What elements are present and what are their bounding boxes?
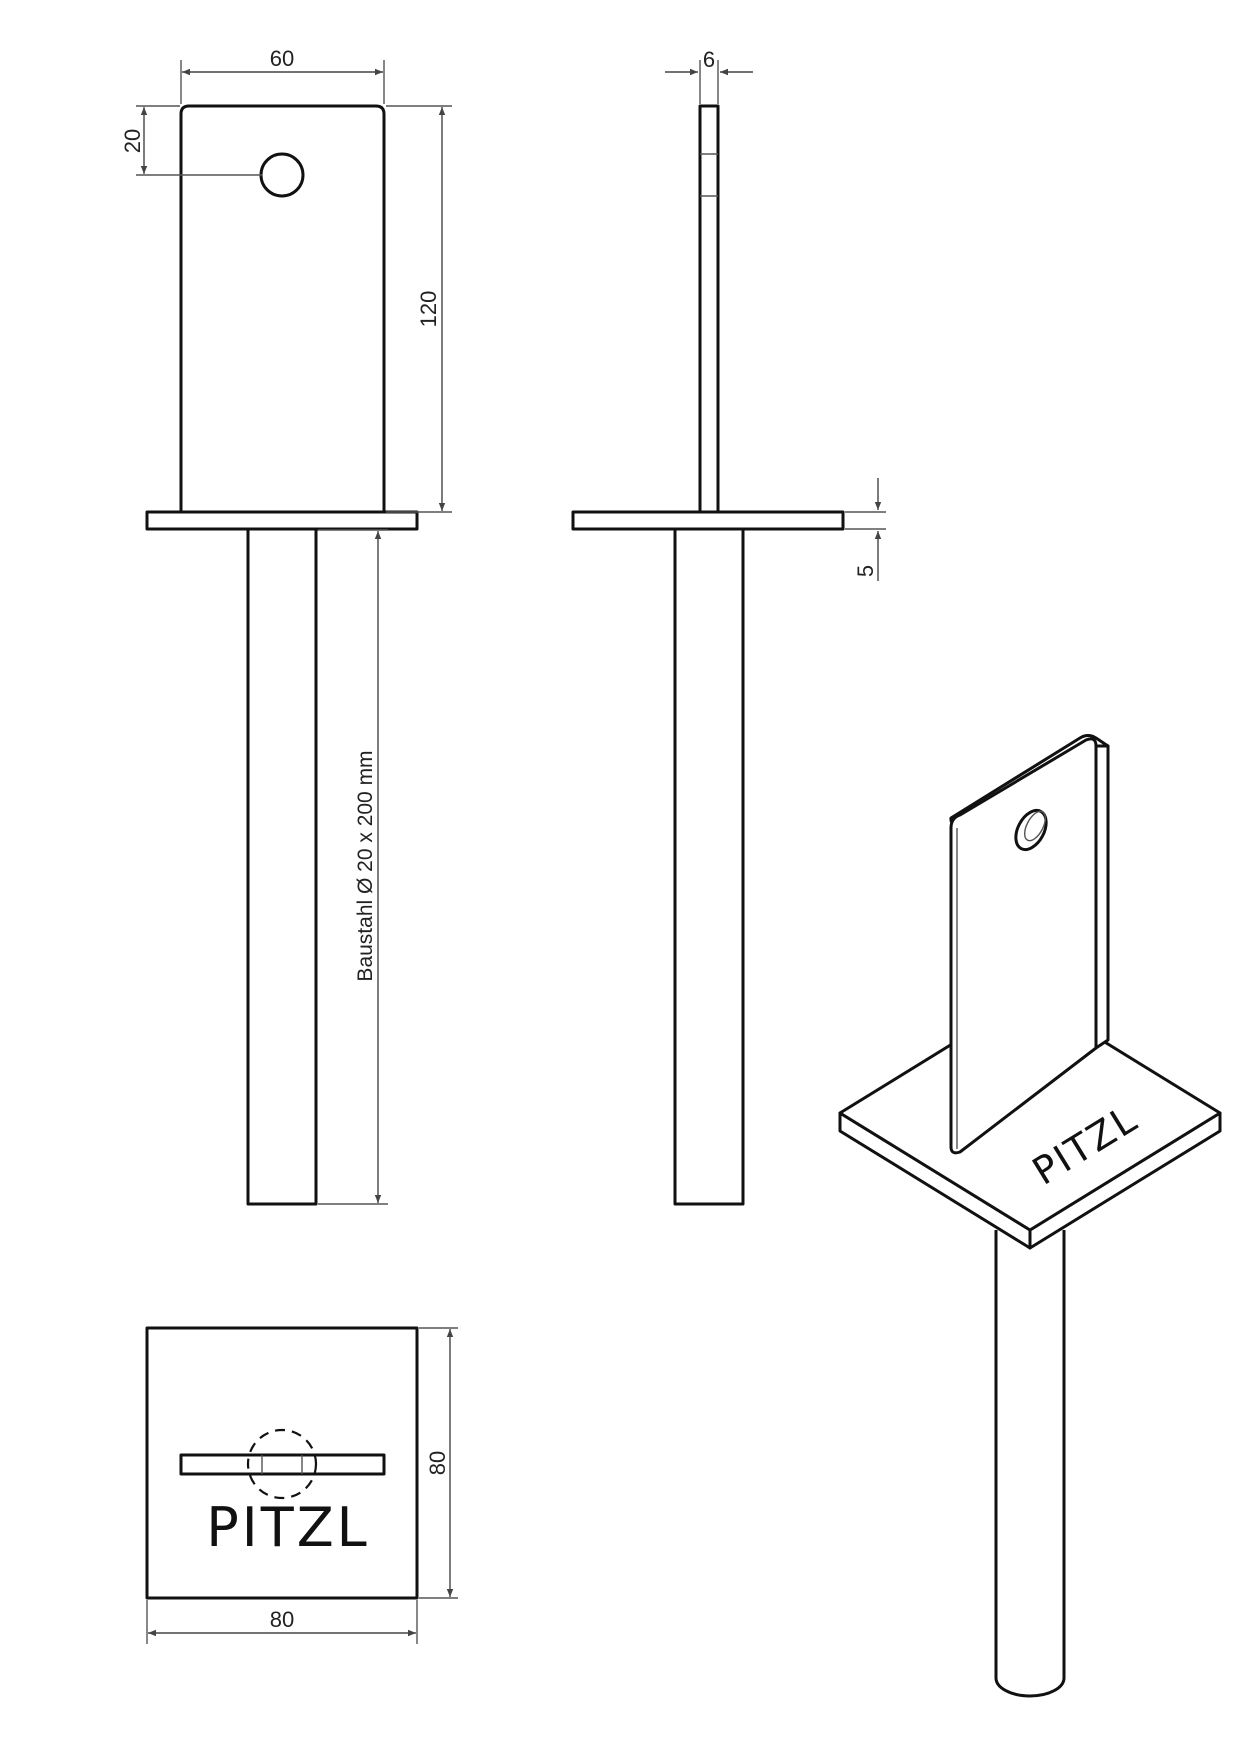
dim-base-depth-text: 80	[425, 1451, 450, 1475]
iso-plate-front-face	[949, 737, 1098, 1155]
dim-base-width: 80	[146, 1600, 418, 1644]
dim-hole-offset: 20	[120, 105, 262, 176]
side-view: 6 5	[571, 47, 886, 1206]
dim-plate-height-text: 120	[416, 291, 441, 328]
iso-plate-side-edge	[1094, 744, 1110, 1050]
dim-base-depth: 80	[419, 1327, 458, 1599]
side-base-plate	[571, 510, 845, 531]
top-brand-text: PITZL	[206, 1496, 370, 1559]
front-view: 60 20 120 Baustahl Ø 20 x 200 mm	[120, 46, 452, 1206]
dim-rod-length: Baustahl Ø 20 x 200 mm	[318, 529, 388, 1205]
iso-plate-hole-inner	[1023, 810, 1047, 842]
front-plate-hole	[259, 152, 305, 198]
top-rod-hidden-circle	[246, 1428, 318, 1500]
front-base-plate	[145, 510, 419, 531]
top-vertical-plate	[179, 1453, 386, 1476]
dim-plate-width-text: 60	[270, 46, 294, 71]
dim-base-width-text: 80	[270, 1607, 294, 1632]
side-plate	[698, 104, 720, 514]
dim-plate-height: 120	[386, 105, 452, 513]
front-plate-outline	[179, 104, 386, 512]
top-view: PITZL 80 80	[145, 1326, 458, 1644]
dim-base-thickness: 5	[845, 478, 886, 581]
dim-hole-offset-text: 20	[120, 129, 145, 153]
front-rod	[246, 527, 318, 1206]
dim-base-thickness-text: 5	[853, 565, 878, 577]
side-rod	[673, 527, 745, 1206]
rod-spec-label: Baustahl Ø 20 x 200 mm	[354, 750, 377, 981]
isometric-view: PITZL	[838, 734, 1222, 1698]
dim-plate-width: 60	[180, 46, 385, 104]
top-base-plate	[145, 1326, 419, 1600]
dim-plate-thickness: 6	[665, 47, 753, 104]
iso-rod	[994, 1230, 1066, 1698]
dim-plate-thickness-text: 6	[703, 47, 715, 72]
